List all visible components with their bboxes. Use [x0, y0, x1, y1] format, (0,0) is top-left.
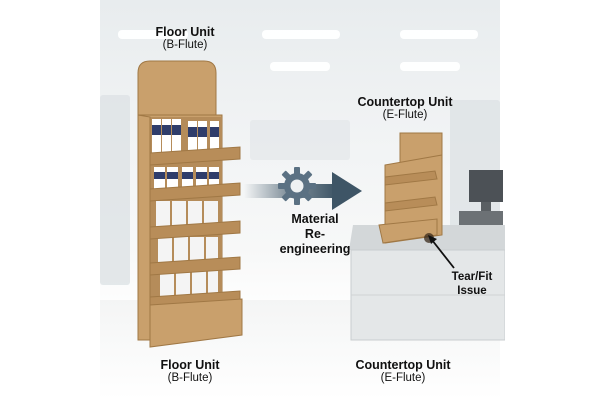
background-shelf	[100, 95, 130, 285]
ceiling-light	[262, 30, 340, 39]
gear-icon	[278, 167, 316, 205]
countertop-unit-label-bottom: Countertop Unit (E-Flute)	[346, 358, 460, 386]
floor-unit-title: Floor Unit	[160, 358, 220, 372]
ceiling-light	[270, 62, 330, 71]
floor-unit-shelves	[149, 146, 241, 310]
material-label-line2: Re-engineering	[279, 227, 351, 256]
countertop-unit-display	[378, 132, 443, 244]
floor-unit-side	[137, 114, 151, 341]
floor-unit-subtitle: (B-Flute)	[167, 372, 213, 385]
floor-unit-base	[149, 298, 243, 348]
countertop-unit-subtitle: (E-Flute)	[382, 109, 428, 122]
issue-pointer-arrow	[428, 235, 455, 269]
material-reengineering-label: Material Re-engineering	[270, 212, 360, 257]
issue-label-line2: Issue	[457, 284, 487, 297]
countertop-unit-base	[378, 218, 438, 244]
ceiling-light	[400, 30, 478, 39]
checkout-counter	[349, 132, 505, 341]
countertop-unit-title: Countertop Unit	[355, 358, 451, 372]
countertop-unit-title: Countertop Unit	[357, 95, 453, 109]
floor-unit-title: Floor Unit	[155, 25, 215, 39]
background-shelf	[250, 120, 350, 160]
floor-unit-label-bottom: Floor Unit (B-Flute)	[135, 358, 245, 386]
material-label-line1: Material	[291, 212, 339, 226]
floor-unit-header	[137, 60, 217, 118]
floor-unit-label-top: Floor Unit (B-Flute)	[130, 25, 240, 53]
ceiling-light	[118, 30, 188, 39]
countertop-unit-subtitle: (E-Flute)	[380, 372, 426, 385]
ceiling-light	[400, 62, 460, 71]
floor-unit-products	[152, 119, 219, 297]
floor-unit-display	[137, 60, 243, 348]
countertop-unit-label-top: Countertop Unit (E-Flute)	[350, 95, 460, 123]
issue-label-line1: Tear/Fit	[451, 271, 493, 283]
floor-unit-subtitle: (B-Flute)	[162, 39, 208, 52]
tear-fit-issue-label: Tear/Fit Issue	[432, 271, 512, 299]
register-monitor	[469, 170, 503, 202]
